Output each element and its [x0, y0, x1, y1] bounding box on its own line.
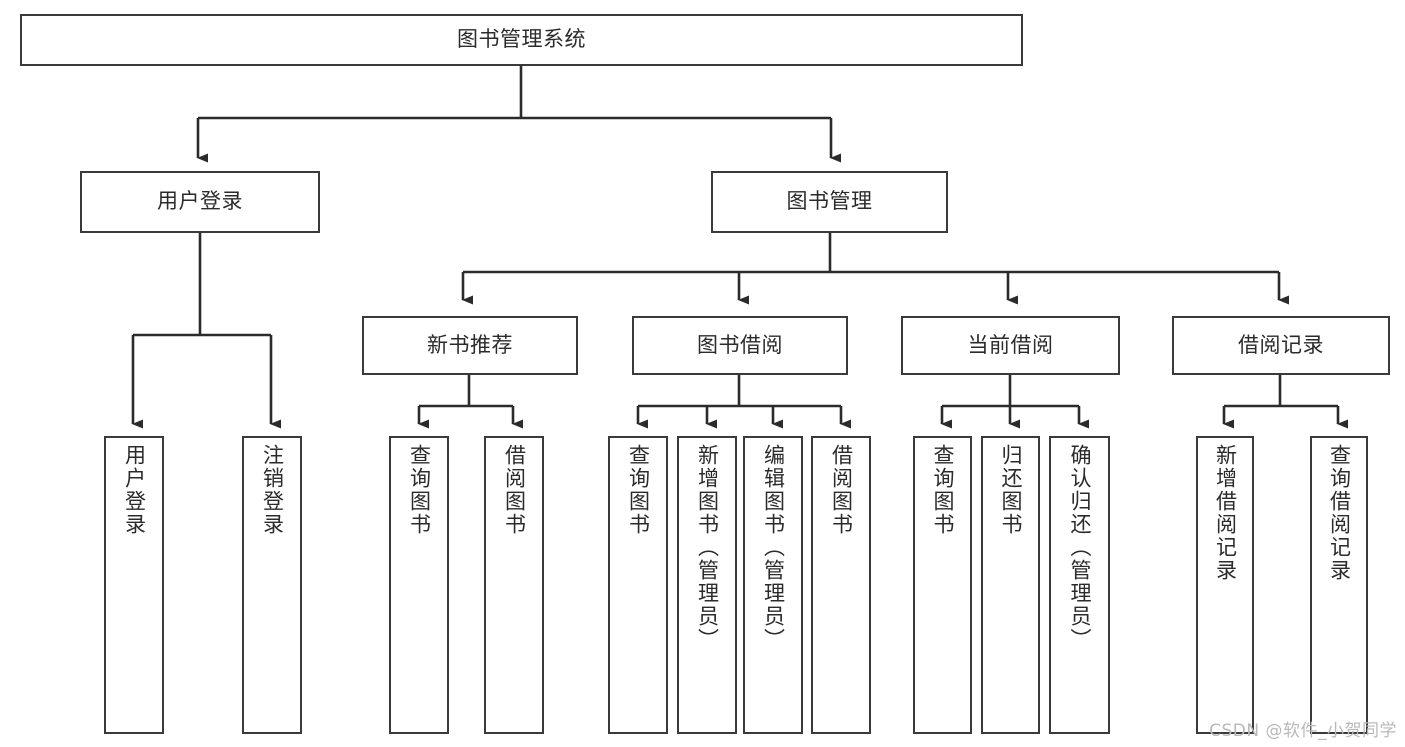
- node-leaf-borrow-book-1[interactable]: 借阅图书: [484, 436, 544, 734]
- node-leaf-edit-book-label: 编辑图书（管理员）: [761, 444, 786, 651]
- node-user-login[interactable]: 用户登录: [80, 171, 320, 233]
- node-leaf-confirm-return[interactable]: 确认归还（管理员）: [1049, 436, 1110, 734]
- node-leaf-query-book-3-label: 查询图书: [930, 444, 955, 536]
- node-current-borrow[interactable]: 当前借阅: [901, 316, 1120, 375]
- node-leaf-user-login-label: 用户登录: [122, 444, 147, 536]
- node-leaf-confirm-return-label: 确认归还（管理员）: [1067, 444, 1092, 651]
- node-leaf-query-book-2[interactable]: 查询图书: [608, 436, 668, 734]
- node-book-manage-label: 图书管理: [786, 189, 873, 214]
- node-leaf-borrow-book-1-label: 借阅图书: [502, 444, 527, 536]
- node-leaf-query-record[interactable]: 查询借阅记录: [1310, 436, 1368, 734]
- node-root[interactable]: 图书管理系统: [20, 14, 1023, 66]
- node-leaf-add-book-label: 新增图书（管理员）: [695, 444, 720, 651]
- node-borrow-record[interactable]: 借阅记录: [1172, 316, 1390, 375]
- node-leaf-logout-login[interactable]: 注销登录: [242, 436, 302, 734]
- node-leaf-return-book-label: 归还图书: [998, 444, 1023, 536]
- node-leaf-query-book-2-label: 查询图书: [626, 444, 651, 536]
- node-current-borrow-label: 当前借阅: [967, 332, 1054, 357]
- node-leaf-query-record-label: 查询借阅记录: [1327, 444, 1352, 582]
- node-leaf-add-record-label: 新增借阅记录: [1213, 444, 1238, 582]
- node-leaf-query-book-1[interactable]: 查询图书: [389, 436, 449, 734]
- node-leaf-add-book[interactable]: 新增图书（管理员）: [677, 436, 737, 734]
- node-leaf-edit-book[interactable]: 编辑图书（管理员）: [743, 436, 803, 734]
- node-new-book-recommend-label: 新书推荐: [427, 332, 513, 357]
- node-leaf-logout-login-label: 注销登录: [260, 444, 285, 536]
- node-leaf-borrow-book-2[interactable]: 借阅图书: [811, 436, 871, 734]
- node-user-login-label: 用户登录: [157, 189, 243, 214]
- node-leaf-user-login[interactable]: 用户登录: [104, 436, 164, 734]
- node-leaf-borrow-book-2-label: 借阅图书: [829, 444, 854, 536]
- csdn-watermark: CSDN @软件_小贺同学: [1209, 721, 1397, 741]
- node-leaf-return-book[interactable]: 归还图书: [981, 436, 1040, 734]
- node-leaf-query-book-1-label: 查询图书: [407, 444, 432, 536]
- node-borrow-record-label: 借阅记录: [1238, 332, 1324, 357]
- node-leaf-add-record[interactable]: 新增借阅记录: [1196, 436, 1254, 734]
- node-leaf-query-book-3[interactable]: 查询图书: [913, 436, 972, 734]
- node-book-borrow[interactable]: 图书借阅: [632, 316, 848, 375]
- node-new-book-recommend[interactable]: 新书推荐: [362, 316, 578, 375]
- node-book-borrow-label: 图书借阅: [697, 332, 783, 357]
- node-book-manage[interactable]: 图书管理: [711, 171, 948, 233]
- node-root-label: 图书管理系统: [457, 27, 586, 52]
